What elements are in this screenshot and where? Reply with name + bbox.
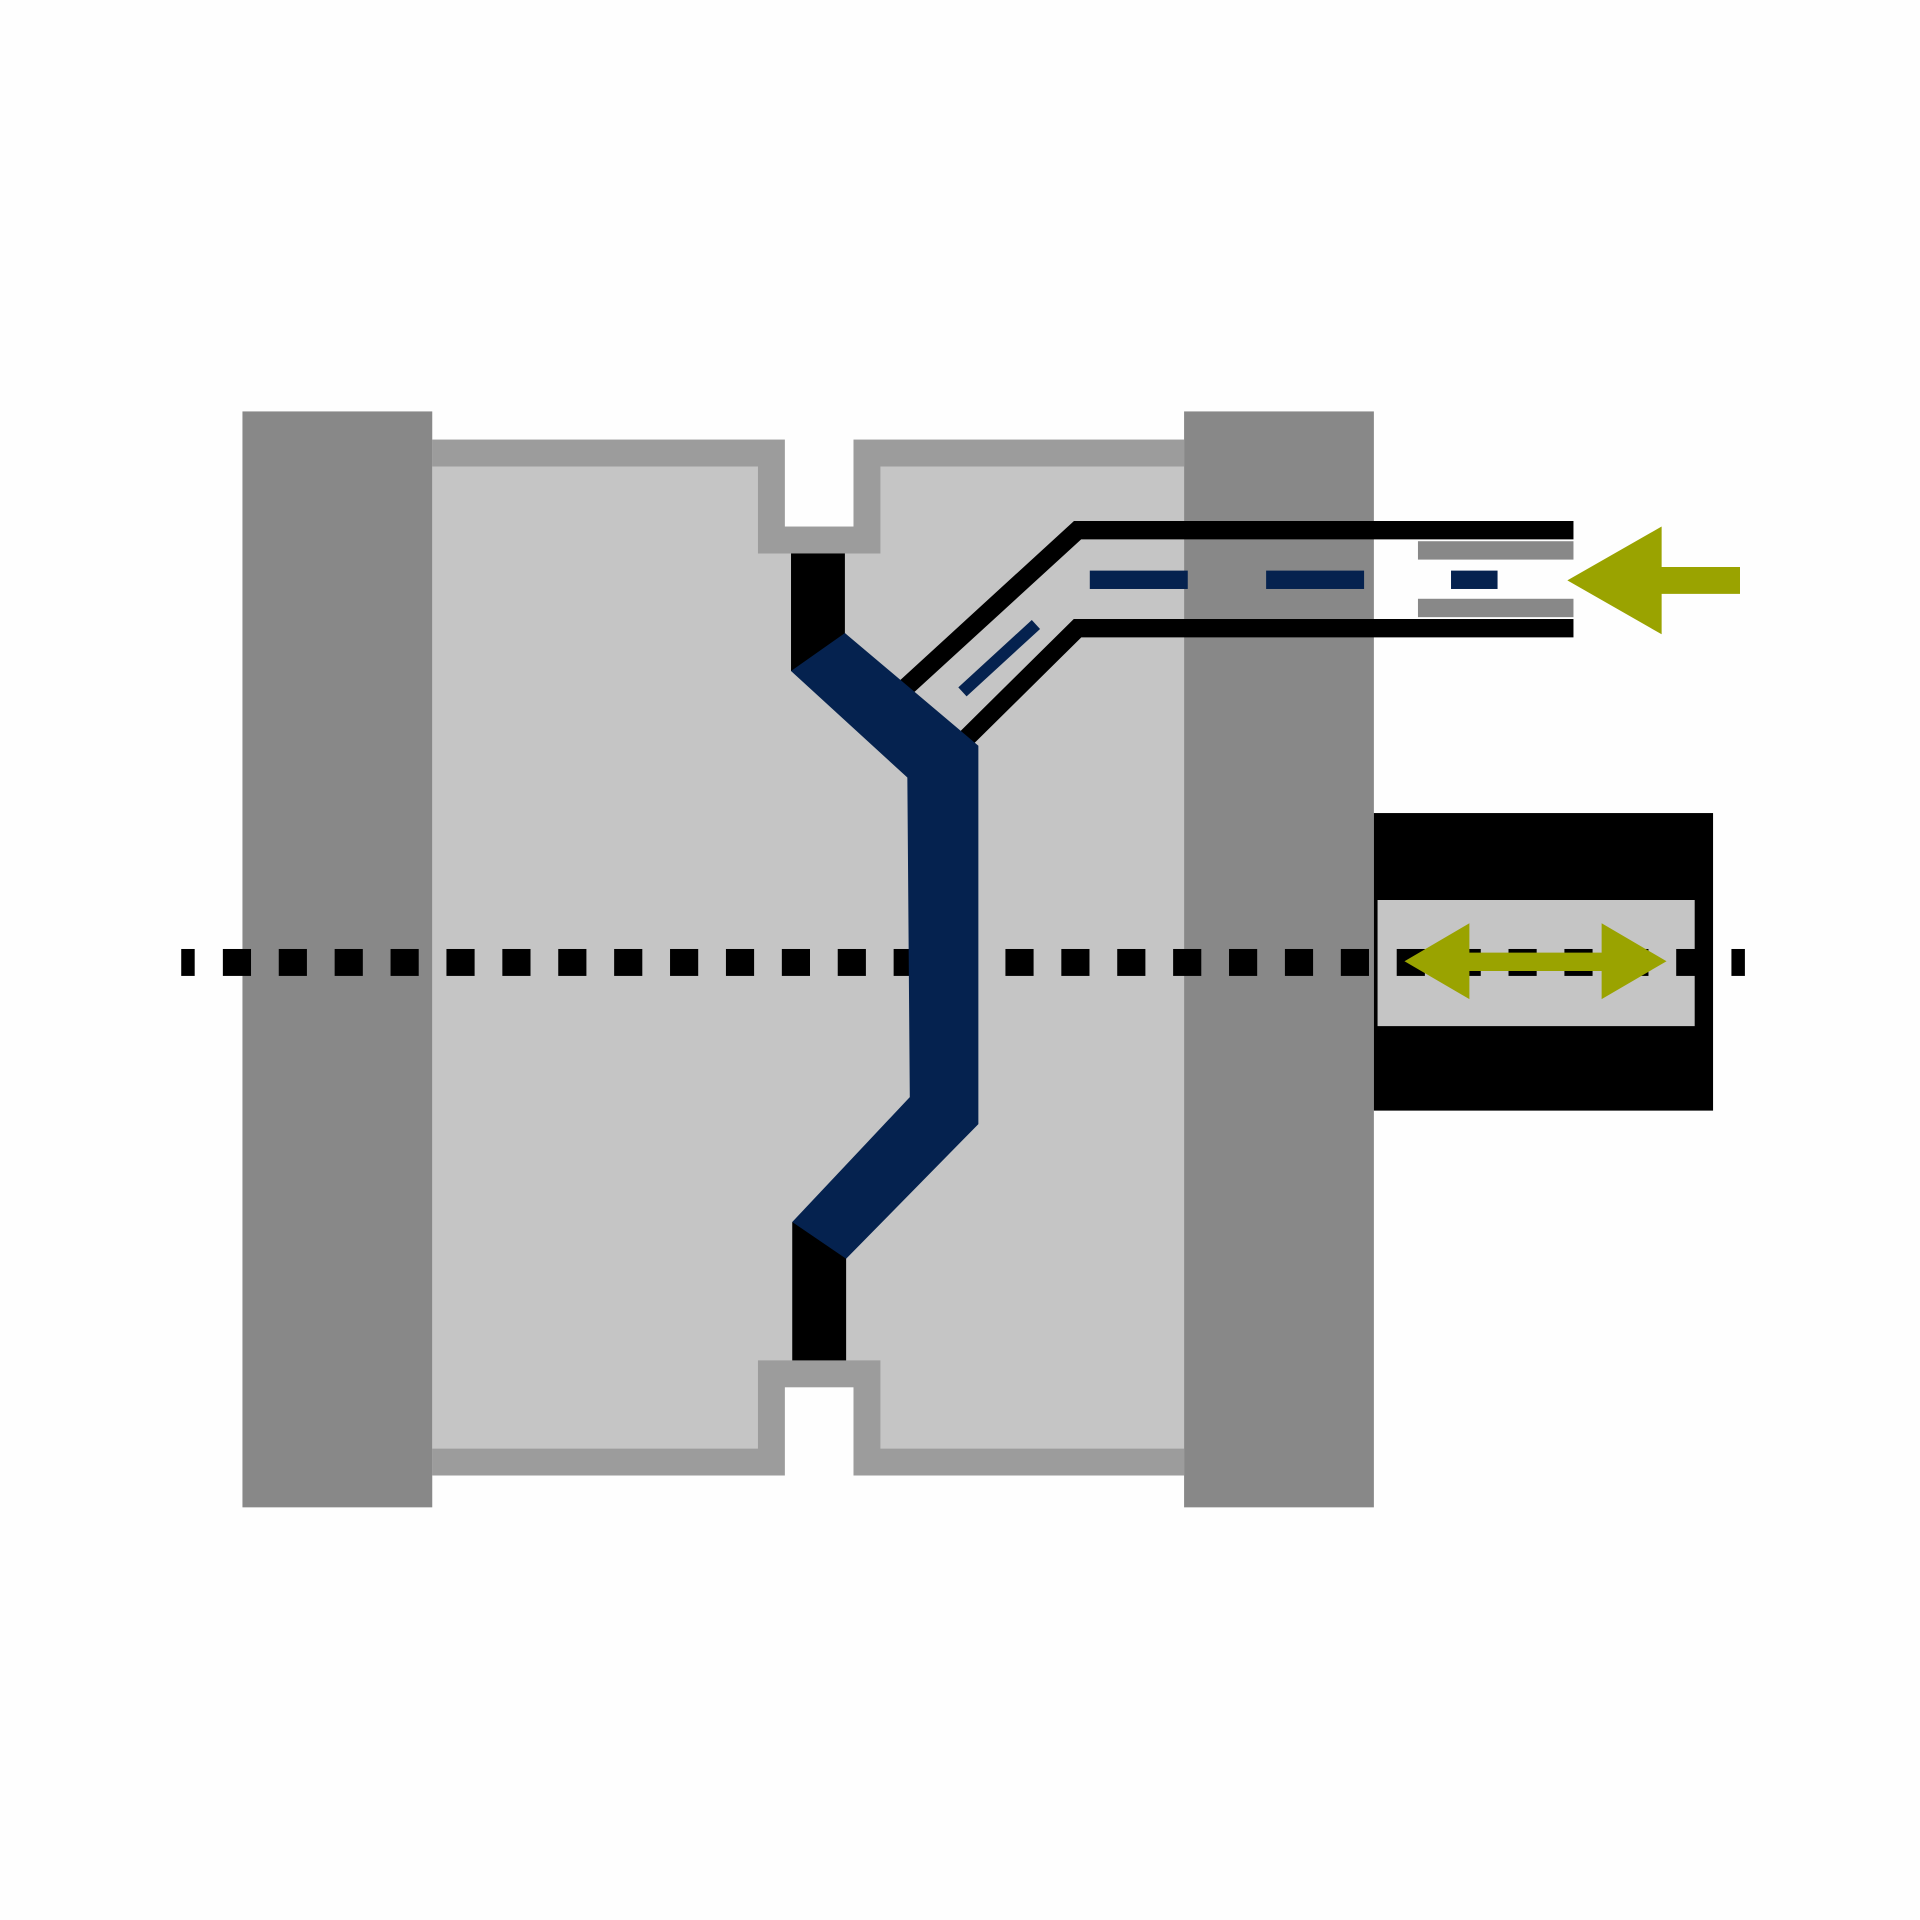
channel-gray-bar-top <box>1417 541 1574 560</box>
channel-lower-wall <box>959 618 1574 745</box>
axis-dash <box>446 948 475 976</box>
mold-body-bottom-border <box>432 1360 1185 1476</box>
bottom-notch <box>784 1387 854 1481</box>
axis-dash <box>614 948 643 976</box>
axis-dash <box>1229 948 1258 976</box>
axis-dash <box>1731 948 1745 976</box>
mold-body-top-border <box>432 439 1185 554</box>
axis-dash <box>670 948 699 976</box>
channel-upper-wall <box>897 521 1574 697</box>
axis-dash <box>1173 948 1202 976</box>
axis-dash <box>278 948 307 976</box>
arrow-left-icon <box>1567 526 1740 635</box>
axis-dash <box>1005 948 1034 976</box>
channel-dash <box>1266 570 1365 589</box>
channel-diagonal-dash <box>958 619 1041 697</box>
axis-dash <box>558 948 587 976</box>
axis-dash <box>222 948 252 976</box>
axis-dash <box>181 948 195 976</box>
top-notch <box>784 434 854 527</box>
insert-profile <box>791 633 979 1259</box>
axis-dash <box>1117 948 1146 976</box>
axis-dash <box>781 948 810 976</box>
axis-dash <box>837 948 866 976</box>
axis-dash <box>1284 948 1314 976</box>
channel-dash <box>1089 570 1188 589</box>
channel-gray-bar-bottom <box>1417 598 1574 618</box>
axis-dash <box>334 948 363 976</box>
axis-dash <box>1061 948 1090 976</box>
axis-dash <box>502 948 531 976</box>
axis-dash <box>1340 948 1369 976</box>
double-arrow-icon <box>1404 923 1667 1000</box>
axis-dash <box>1676 948 1705 976</box>
channel-dash <box>1451 570 1498 589</box>
axis-dash <box>390 948 419 976</box>
axis-dash <box>725 948 755 976</box>
